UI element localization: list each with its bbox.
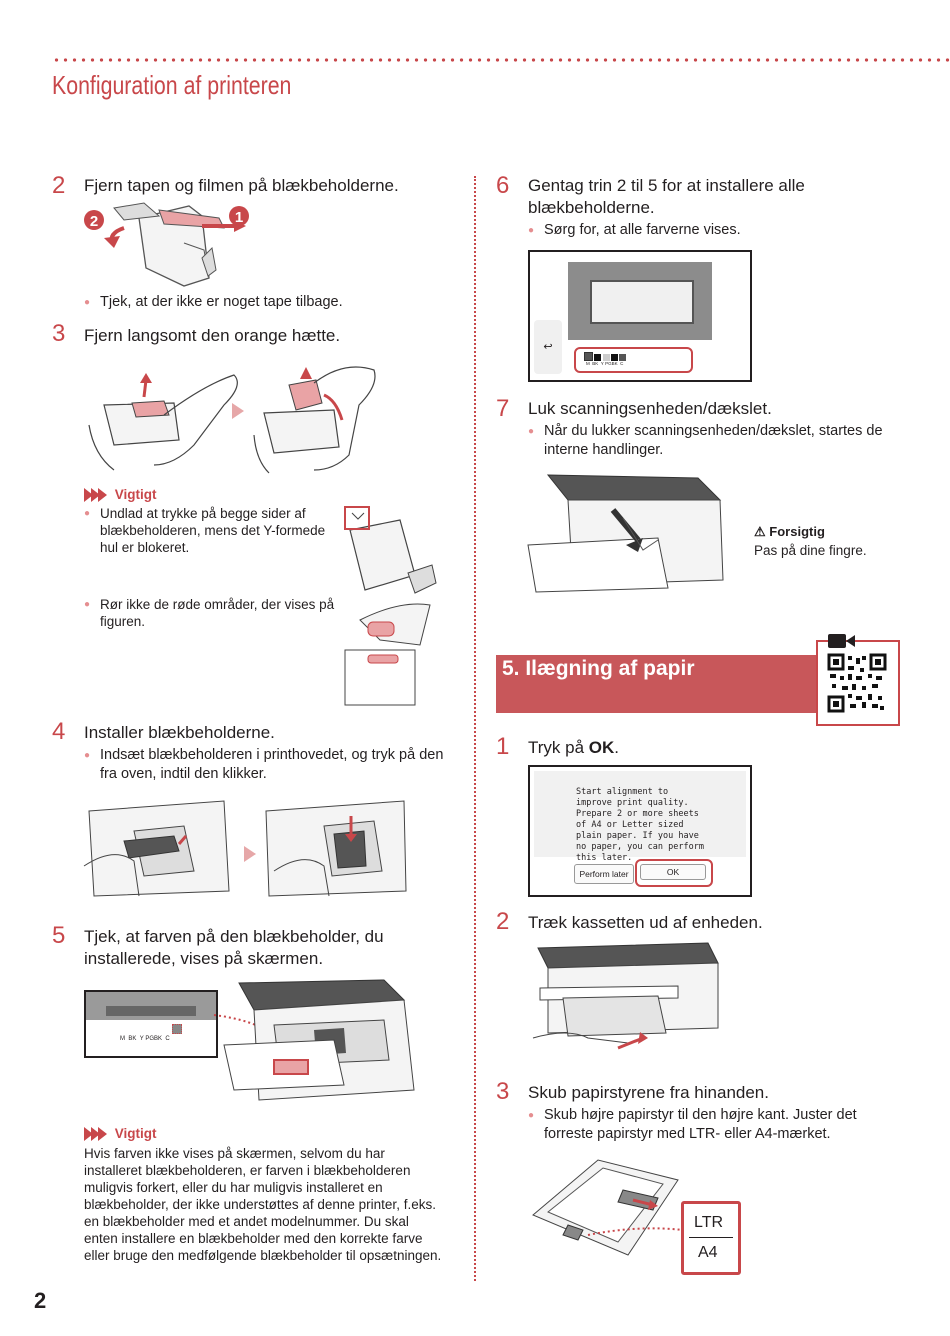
page-title: Konfiguration af printeren <box>52 70 292 100</box>
step-2-number: 2 <box>52 172 66 199</box>
step-5-number: 5 <box>52 922 66 949</box>
step-6-color-labels: M BK Y PGBK C <box>586 361 624 366</box>
step-3-number: 3 <box>52 320 66 347</box>
paper-step-2-number: 2 <box>496 908 510 935</box>
step-5-title: Tjek, at farven på den blækbeholder, du … <box>84 927 384 968</box>
ltr-a4-marker-box: LTR A4 <box>681 1201 741 1275</box>
hand-right-illustration <box>253 366 376 474</box>
printer-open-illustration <box>213 979 415 1101</box>
video-camera-icon <box>828 634 855 648</box>
column-divider <box>474 176 476 1281</box>
warning-icon: ⚠ <box>754 524 766 539</box>
page-number: 2 <box>34 1288 47 1313</box>
paper-step-3-number: 3 <box>496 1078 510 1105</box>
step-4-title: Installer blækbeholderne. <box>84 723 275 742</box>
badge-1 <box>229 206 249 226</box>
ok-button[interactable]: OK <box>640 864 706 880</box>
arrow-next-icon <box>244 846 256 862</box>
ink-tank-tape-illustration: 2 1 <box>84 202 249 287</box>
caution-heading: ⚠ Forsigtig <box>754 524 825 539</box>
printhead-left <box>83 800 230 897</box>
header-dotted-rule <box>52 58 950 62</box>
paper-step-1-title: Tryk på OK. <box>528 738 620 757</box>
svg-text:2: 2 <box>90 213 98 230</box>
important-2-heading: Vigtigt <box>84 1126 157 1142</box>
paper-step-3-bullet: Skub højre papirstyr til den højre kant.… <box>528 1106 894 1144</box>
section-header-bar <box>496 655 816 713</box>
arrow-next-icon <box>232 403 244 419</box>
close-scanner-illustration <box>527 474 724 593</box>
step-6-screen: ↩ M BK Y PGBK C <box>528 250 752 382</box>
step-6-number: 6 <box>496 172 510 199</box>
important-1-heading: Vigtigt <box>84 487 157 503</box>
paper-step-3-title: Skub papirstyrene fra hinanden. <box>528 1083 769 1102</box>
hand-left-illustration <box>88 373 238 471</box>
chevron-icon <box>84 488 93 503</box>
remove-cap-illustration <box>88 366 376 474</box>
section-5-title: 5. Ilægning af papir <box>502 657 695 680</box>
badge-2 <box>84 210 104 230</box>
important-2-text: Hvis farven ikke vises på skærmen, selvo… <box>84 1146 442 1263</box>
step-7-title: Luk scanningsenheden/dækslet. <box>528 399 772 418</box>
paper-step-2-title: Træk kassetten ud af enheden. <box>528 913 763 932</box>
step-7-bullet: Når du lukker scanningsenheden/dækslet, … <box>528 422 914 460</box>
qr-code-box[interactable] <box>816 640 900 726</box>
alignment-message: Start alignment to improve print quality… <box>576 787 704 863</box>
step-5-color-labels: M BK Y PGBK C <box>120 1036 170 1042</box>
step-6-title: Gentag trin 2 til 5 for at installere al… <box>528 176 805 217</box>
ok-button-highlight <box>635 859 713 887</box>
install-ink-tank-illustration <box>83 800 407 897</box>
printhead-right <box>265 800 407 897</box>
step-4-bullet: Indsæt blækbeholderen i printhovedet, og… <box>84 746 460 784</box>
step-3-title: Fjern langsomt den orange hætte. <box>84 326 341 345</box>
ltr-label: LTR <box>694 1214 724 1231</box>
step-7-number: 7 <box>496 395 510 422</box>
step-2-title: Fjern tapen og filmen på blækbeholderne. <box>84 176 399 195</box>
perform-later-button[interactable]: Perform later <box>574 864 634 884</box>
step-2-bullet: Tjek, at der ikke er noget tape tilbage. <box>84 293 470 312</box>
qr-code-icon <box>827 653 887 713</box>
chevron-icon <box>84 1127 93 1142</box>
important-1-bullet-1: Undlad at trykke på begge sider af blækb… <box>84 505 345 556</box>
paper-step-1-number: 1 <box>496 733 510 760</box>
pull-cassette-illustration <box>532 942 719 1050</box>
ink-tank-shape <box>113 202 225 287</box>
a4-label: A4 <box>698 1244 718 1261</box>
ink-tank-warning-illustration <box>344 506 437 706</box>
step-6-bullet: Sørg for, at alle farverne vises. <box>528 221 864 240</box>
caution-text: Pas på dine fingre. <box>754 543 867 558</box>
step-5-screen-inset: M BK Y PGBK C <box>84 990 218 1058</box>
color-indicator-highlight: M BK Y PGBK C <box>574 347 693 373</box>
step-4-number: 4 <box>52 718 66 745</box>
svg-text:1: 1 <box>235 209 243 226</box>
back-button[interactable]: ↩ <box>534 320 562 374</box>
alignment-screen: Start alignment to improve print quality… <box>528 765 752 897</box>
important-1-bullet-2: Rør ikke de røde områder, der vises på f… <box>84 596 345 630</box>
paper-guides-illustration <box>532 1159 684 1256</box>
